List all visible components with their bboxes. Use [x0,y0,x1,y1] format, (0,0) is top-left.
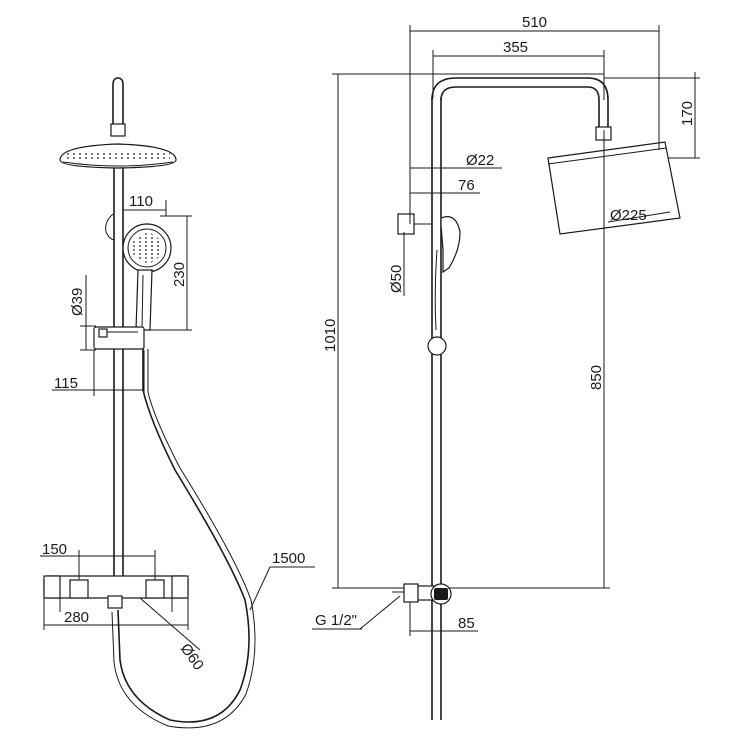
slider-screw [98,328,108,338]
dim-85: 85 [409,602,478,636]
inlet-fitting [392,583,452,605]
top-riser-pipe [112,77,124,130]
dim-280: 280 [43,598,189,630]
label-850: 850 [588,365,605,390]
dim-dia60: Ø60 [139,597,207,674]
label-dia22: Ø22 [466,152,494,169]
label-510: 510 [522,14,547,31]
label-dia60: Ø60 [177,641,207,674]
dim-355: 355 [432,39,605,100]
shower-arm-inner [440,86,600,130]
dim-510: 510 [409,14,660,224]
dim-1010: 1010 [322,73,604,589]
shower-arm [431,77,609,130]
ball-joint [110,123,126,137]
rain-shower-head [59,143,177,169]
rail-bracket [105,213,116,241]
hose [117,349,250,723]
label-230: 230 [171,262,188,287]
label-170: 170 [679,101,696,126]
dim-150: 150 [40,541,156,580]
hose-edge [111,349,256,729]
side-bracket [397,213,415,235]
label-150: 150 [42,541,67,558]
front-view: 110 230 Ø39 115 150 [40,77,315,729]
label-280: 280 [64,609,89,626]
rain-head-side [547,141,681,235]
label-dia39: Ø39 [69,288,86,316]
dim-230: 230 [150,215,192,331]
label-76: 76 [458,177,475,194]
dim-76: 76 [410,177,480,194]
label-355: 355 [503,39,528,56]
dim-dia22: Ø22 [410,152,502,169]
dim-thread: G 1/2" [312,595,401,630]
slider-knob [427,336,447,356]
dim-dia50: Ø50 [388,232,405,296]
label-dia50: Ø50 [388,265,405,293]
label-dia225: Ø225 [610,207,647,224]
dim-110: 110 [122,193,167,216]
label-110: 110 [129,193,153,210]
thermostatic-mixer [43,575,189,612]
hand-shower-handle [434,249,438,331]
label-1500: 1500 [272,550,305,567]
dim-115: 115 [52,350,145,396]
label-1010: 1010 [322,319,339,352]
side-view: 510 355 170 Ø22 76 Ø225 [312,14,700,720]
label-85: 85 [458,615,475,632]
hand-shower-side [440,216,461,274]
dim-170: 170 [604,72,700,159]
dim-dia225: Ø225 [607,207,671,224]
hand-shower [122,223,172,331]
dim-850: 850 [448,130,610,589]
dim-dia39: Ø39 [69,275,96,351]
label-115: 115 [54,375,78,392]
dim-1500: 1500 [249,550,315,611]
label-thread: G 1/2" [315,612,357,629]
